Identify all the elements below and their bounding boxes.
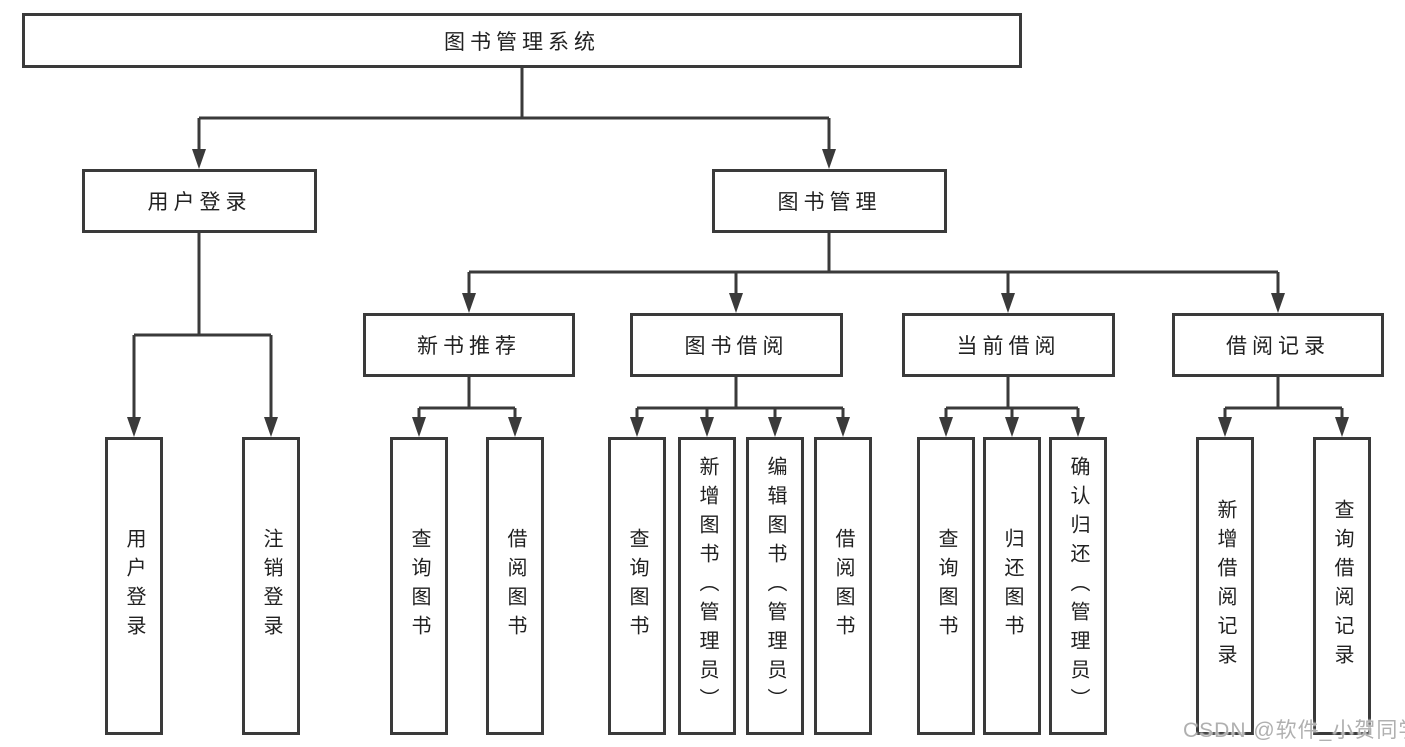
csdn-watermark: CSDN @软件_小贺同学	[1183, 719, 1405, 742]
arrowhead	[822, 149, 836, 169]
arrowhead	[1005, 417, 1019, 437]
node-borrowing-records: 借阅记录	[1172, 313, 1384, 377]
arrowhead	[264, 417, 278, 437]
connector-book-borrowing-to-leaves	[630, 377, 850, 437]
arrowhead	[412, 417, 426, 437]
node-leaf-borrow-books-recommend: 借阅图书	[486, 437, 544, 735]
node-leaf-query-borrow-record: 查询借阅记录	[1313, 437, 1371, 735]
arrowhead	[192, 149, 206, 169]
arrowhead	[836, 417, 850, 437]
arrowhead	[508, 417, 522, 437]
node-new-book-recommend: 新书推荐	[363, 313, 575, 377]
arrowhead	[462, 293, 476, 313]
connector-new-book-recommend-to-leaves	[412, 377, 522, 437]
arrowhead	[768, 417, 782, 437]
connector-user-login-to-leaves	[127, 233, 278, 437]
connector-borrowing-records-to-leaves	[1218, 377, 1349, 437]
node-leaf-user-login: 用户登录	[105, 437, 163, 735]
arrowhead	[700, 417, 714, 437]
arrowhead	[939, 417, 953, 437]
arrowhead	[630, 417, 644, 437]
node-user-login: 用户登录	[82, 169, 317, 233]
node-root-system: 图书管理系统	[22, 13, 1022, 68]
node-leaf-query-books-recommend: 查询图书	[390, 437, 448, 735]
arrowhead	[1001, 293, 1015, 313]
node-leaf-return-books: 归还图书	[983, 437, 1041, 735]
node-leaf-query-books-current: 查询图书	[917, 437, 975, 735]
connector-current-borrowing-to-leaves	[939, 377, 1085, 437]
node-book-borrowing: 图书借阅	[630, 313, 843, 377]
node-book-management: 图书管理	[712, 169, 947, 233]
arrowhead	[1071, 417, 1085, 437]
arrowhead	[127, 417, 141, 437]
arrowhead	[729, 293, 743, 313]
connector-root-to-level1	[192, 68, 836, 169]
node-leaf-edit-books-admin: 编辑图书（管理员）	[746, 437, 804, 735]
arrowhead	[1271, 293, 1285, 313]
node-current-borrowing: 当前借阅	[902, 313, 1115, 377]
node-leaf-confirm-return-admin: 确认归还（管理员）	[1049, 437, 1107, 735]
arrowhead	[1335, 417, 1349, 437]
node-leaf-add-books-admin: 新增图书（管理员）	[678, 437, 736, 735]
arrowhead	[1218, 417, 1232, 437]
connector-book-management-to-level2	[462, 233, 1285, 313]
node-leaf-borrow-books-borrowing: 借阅图书	[814, 437, 872, 735]
node-leaf-query-books-borrowing: 查询图书	[608, 437, 666, 735]
node-leaf-logout: 注销登录	[242, 437, 300, 735]
node-leaf-add-borrow-record: 新增借阅记录	[1196, 437, 1254, 735]
